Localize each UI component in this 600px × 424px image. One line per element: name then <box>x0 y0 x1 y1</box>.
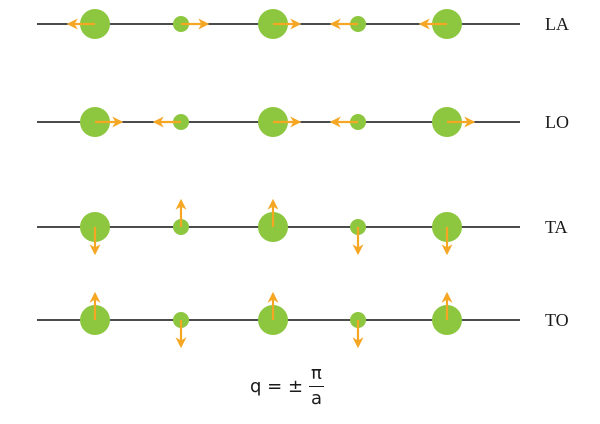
mode-label: TA <box>545 217 568 237</box>
mode-label: TO <box>545 310 569 330</box>
mode-row-ta: TA <box>37 198 568 256</box>
mode-label: LO <box>545 112 569 132</box>
mode-row-to: TO <box>37 291 569 349</box>
formula-lhs: q = ± <box>250 375 304 397</box>
mode-row-lo: LO <box>37 107 569 137</box>
formula-numerator: π <box>309 364 324 387</box>
mode-row-la: LA <box>37 9 569 39</box>
mode-label: LA <box>545 14 569 34</box>
formula-fraction: π a <box>309 364 324 409</box>
formula-denominator: a <box>310 387 322 409</box>
wavevector-formula: q = ± π a <box>250 356 324 416</box>
mode-rows: LA LO TA TO <box>37 9 569 349</box>
